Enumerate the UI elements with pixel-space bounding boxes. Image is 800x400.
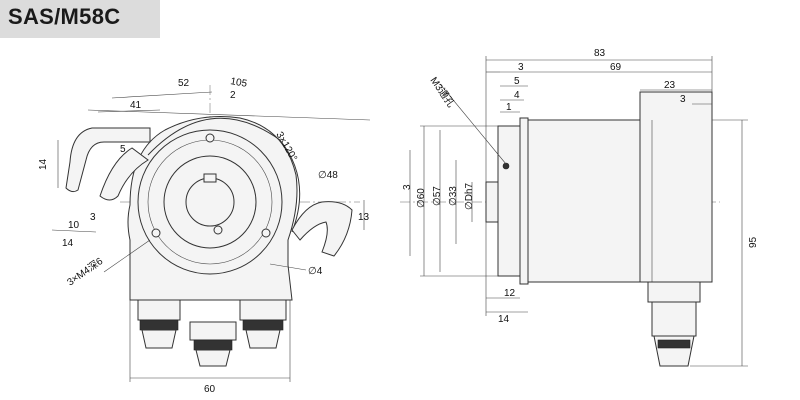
- keyway: [203, 173, 217, 183]
- dimline-52: [111, 91, 213, 99]
- dim-phiDh7: ∅Dh7: [464, 183, 475, 210]
- gland-left-seal: [139, 319, 179, 331]
- dim-12: 12: [504, 288, 516, 299]
- dim-2: 2: [230, 90, 236, 101]
- dim-10: 10: [68, 220, 80, 231]
- side-cap: [639, 91, 713, 283]
- dim-14-top: 14: [38, 158, 49, 170]
- housing-body: [127, 116, 298, 301]
- dim-105: 105: [229, 76, 248, 90]
- side-shaft: [485, 181, 499, 223]
- dim-phi57: ∅57: [432, 186, 443, 206]
- dim-95: 95: [748, 236, 759, 248]
- gland-left-nut: [137, 299, 181, 321]
- hub-ring: [163, 155, 257, 249]
- side-flange: [497, 125, 521, 277]
- outer-ring: [137, 129, 283, 275]
- title-badge: SAS/M58C: [0, 0, 160, 38]
- dimline-105: [87, 109, 371, 121]
- leader-phi4: [269, 263, 307, 271]
- dim-1: 1: [506, 102, 512, 113]
- gland-right-seal: [242, 319, 284, 331]
- gland-bottom-nut: [189, 321, 237, 341]
- dim-69: 69: [610, 62, 622, 73]
- side-gland-nut: [647, 281, 701, 303]
- screw-hole-top: [205, 133, 215, 143]
- label-m3: M3通孔: [428, 75, 457, 110]
- dim-83: 83: [594, 48, 606, 59]
- gland-right-cap: [245, 329, 281, 349]
- gland-right-nut: [239, 299, 287, 321]
- dim-14: 14: [498, 314, 510, 325]
- side-gland-body: [651, 301, 697, 337]
- dim-3-top: 3: [518, 62, 524, 73]
- dim-5: 5: [120, 144, 126, 155]
- leader-3m4: [103, 239, 151, 273]
- front-view: 105 52 2 41 5 14 10 3 14 3×120° ∅48 13 ∅…: [38, 76, 371, 395]
- dim-14-bottom: 14: [62, 238, 74, 249]
- side-body-rim: [519, 117, 529, 285]
- spring-arm-left: [65, 127, 151, 193]
- drawing-title: SAS/M58C: [8, 4, 121, 29]
- dim-4: 4: [514, 90, 520, 101]
- screw-hole-lower: [213, 225, 223, 235]
- spring-arm-left-slot: [99, 147, 149, 201]
- leader-m3: [439, 83, 507, 165]
- dim-13: 13: [358, 212, 370, 223]
- side-body: [527, 119, 641, 283]
- dim-3-left: 3: [402, 184, 413, 190]
- flange-outline: [147, 117, 301, 233]
- screw-hole-left: [151, 228, 161, 238]
- screw-hole-right: [261, 228, 271, 238]
- dim-phi4: ∅4: [308, 266, 323, 277]
- dim-23: 23: [664, 80, 676, 91]
- gland-bottom-cap: [195, 349, 231, 367]
- spring-arm-right: [291, 201, 353, 257]
- dim-3: 3: [90, 212, 96, 223]
- dim-60: 60: [204, 384, 216, 395]
- dim-phi33: ∅33: [448, 186, 459, 206]
- dim-5: 5: [514, 76, 520, 87]
- gland-left-cap: [141, 329, 177, 349]
- side-screw: [502, 162, 510, 170]
- side-gland-seal: [657, 339, 691, 349]
- dim-3-right: 3: [680, 94, 686, 105]
- dimline-41: [97, 109, 161, 113]
- dimline-14-bottom: [51, 229, 97, 233]
- side-view: 83 3 69 5 4 1 23 3 M3通孔 3 ∅60 ∅57 ∅33 ∅D…: [400, 48, 759, 367]
- dim-52: 52: [178, 78, 190, 89]
- dim-3m4: 3×M4深6: [65, 255, 106, 289]
- dim-41: 41: [130, 100, 142, 111]
- gland-bottom-seal: [193, 339, 233, 351]
- dim-phi60: ∅60: [416, 188, 427, 208]
- dim-phi48: ∅48: [318, 170, 338, 181]
